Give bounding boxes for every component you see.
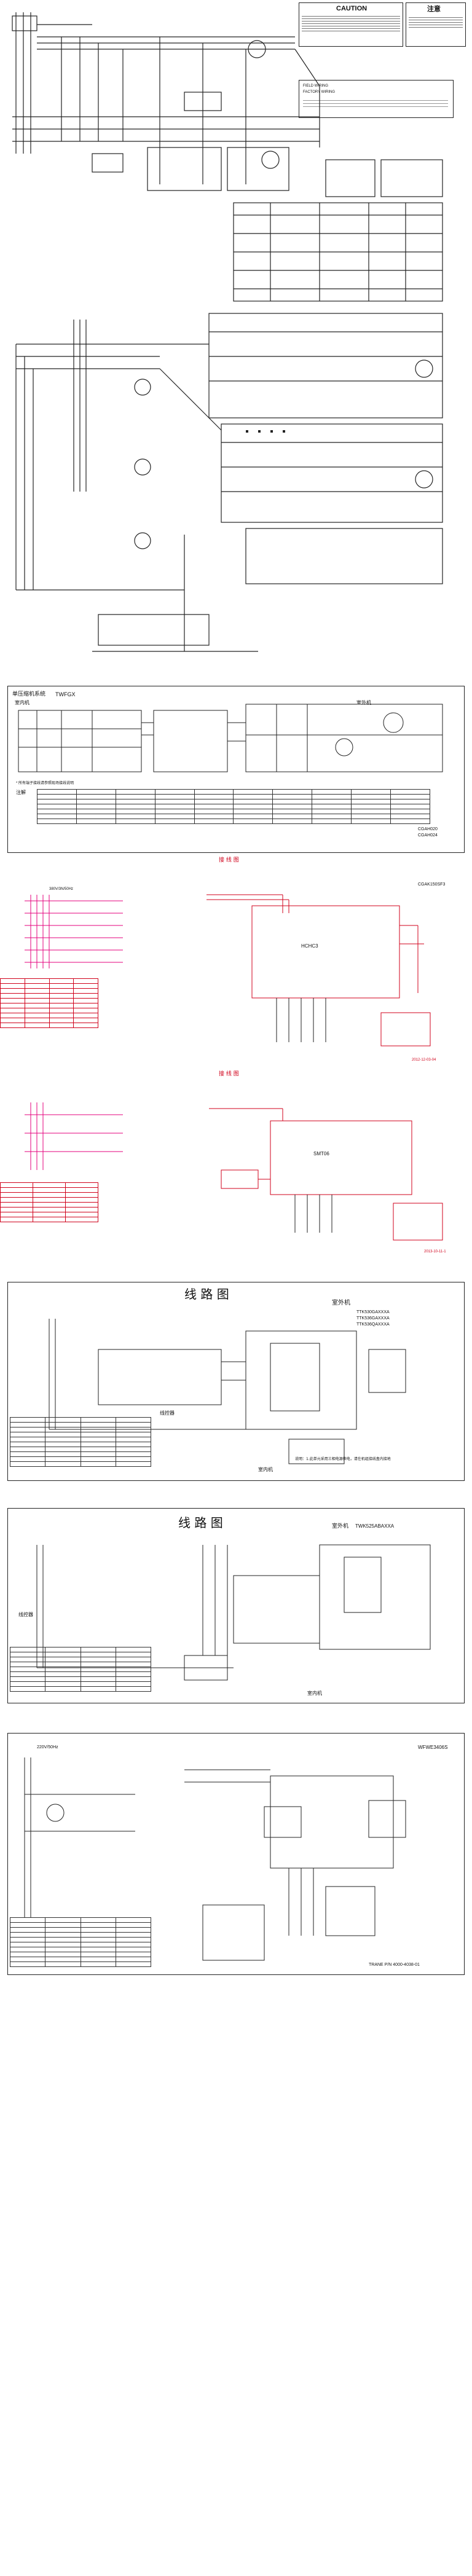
caution-box-cn: 注意 [406,2,466,47]
model: TWK525ABAXXA [355,1523,395,1529]
model-2: TTK536GAXXXA [356,1316,390,1321]
schematic-sheet-2: 单压缩机系统 TWFGX 室内机 室外机 * 所有端子接线请参照现场接线说明 注… [0,686,472,858]
revision: 2012-12-03-04 [412,1058,436,1062]
footnote: * 所有端子接线请参照现场接线说明 [16,782,74,785]
outdoor-label: 室外机 [332,1523,349,1530]
caution-title: CAUTION [336,5,368,12]
model-3: TTK536QAXXXA [356,1322,390,1327]
line-diagram [36,1544,431,1681]
schematic-sheet-4: 接 线 图 SMT06 2013-10-11 [0,1072,472,1262]
power-wiring-diagram [12,12,443,652]
pink-legend-table [0,978,98,1028]
note: 说明：1.此单元采用三相电源供电，请在机组接线盒内接地 [295,1457,391,1461]
revision: 2013-10-11-1 [424,1250,446,1254]
model-1: TTK530GAXXXA [356,1310,390,1314]
voltage: 220V/50Hz [37,1745,58,1749]
board-name: SMT06 [313,1151,329,1156]
indoor-label: 室内机 [15,700,30,705]
wiring-diagram [24,1757,406,1961]
notes-box: FIELD WIRING FACTORY WIRING [299,80,454,118]
indoor-label: 室内机 [307,1690,322,1696]
outdoor-label: 室外机 [356,700,371,705]
sheet-title: 线 路 图 [184,1287,229,1302]
sheet-model: CGAK150SF3 [418,882,446,887]
line-legend-table [9,1417,152,1467]
board-name: HCHC3 [301,943,318,949]
schematic-sheet-3: 接 线 图 CGAK150SF3 380V/3N/50Hz [0,858,472,1072]
part-number: TRANE P/N 4000-4038-01 [369,1963,420,1967]
drawing-frame [7,1733,465,1975]
control-wiring-diagram [18,704,443,772]
note-field-wiring: FIELD WIRING [303,84,329,88]
system-subtitle: 单压缩机系统 [12,691,46,697]
schematic-sheet-5: 线 路 图 室外机 TTK530GAXXXA TTK536GAXXXA TTK5… [0,1282,472,1485]
legend-title: 注解 [16,790,26,795]
sheet-title: 线 路 图 [178,1515,223,1530]
wiring-legend-table [9,1917,152,1967]
red-wiring-diagram [25,1102,443,1241]
model-code: TWFGX [55,691,76,697]
pink-wiring-diagram [25,894,431,1046]
drawing-frame [7,1508,465,1703]
model: WFWE3406S [418,1745,448,1750]
drawing-frame [7,686,465,853]
line-diagram [49,1319,406,1464]
model-side-a: CGAH020 [418,827,438,831]
outdoor-label: 室外机 [332,1300,350,1306]
indoor-label: 室内机 [258,1467,273,1472]
caution-title-cn: 注意 [427,5,441,13]
sheet-header: 接 线 图 [219,857,239,863]
drawing-frame [7,1282,465,1481]
caution-box: CAUTION [299,2,403,47]
line-legend-table [9,1647,152,1692]
caution-text-lines [302,14,400,33]
model-side-b: CGAH024 [418,833,438,838]
controller-label: 线控器 [160,1410,175,1416]
schematic-sheet-6: 线 路 图 室外机 TWK525ABAXXA 线控器 室内机 [0,1508,472,1705]
schematic-sheet-7: WFWE3406S 220V/50Hz TRANE P/N 4000-4038-… [0,1733,472,1979]
sheet-header: 接 线 图 [219,1071,239,1077]
sheet-voltage: 380V/3N/50Hz [49,887,74,891]
controller-label: 线控器 [18,1612,33,1617]
component-legend-table [37,789,430,824]
note-factory-wiring: FACTORY WIRING [303,90,336,94]
schematic-sheet-1: CAUTION 注意 FIELD WIRING FACTORY WIRING [0,0,472,664]
red-legend-table [0,1182,98,1222]
